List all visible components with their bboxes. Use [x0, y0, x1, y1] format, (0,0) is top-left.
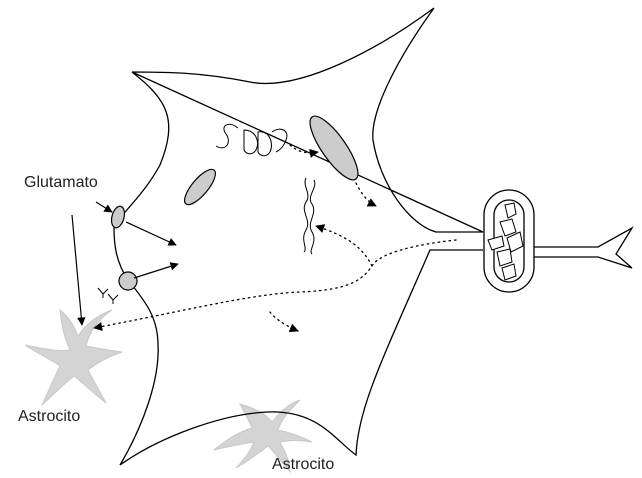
- astrocyte-bottom-label: Astrocito: [272, 456, 334, 474]
- neuron-membrane: [114, 8, 483, 465]
- astrocyte-left-shape: [25, 310, 122, 405]
- glutamate-receptor: [109, 205, 126, 229]
- axon: [534, 228, 632, 268]
- dotted-arrows: [94, 145, 456, 331]
- helix-molecule: [304, 178, 315, 254]
- organelle-small: [180, 165, 221, 209]
- solid-arrows: [72, 202, 178, 325]
- molecule-chain: [216, 124, 287, 156]
- glutamate-label: Glutamato: [24, 174, 98, 192]
- astrocyte-left-label: Astrocito: [18, 408, 80, 426]
- ion-channel: [119, 272, 137, 290]
- capsule-contents: [488, 203, 523, 280]
- y-receptors: [98, 288, 118, 304]
- organelle-large: [302, 110, 365, 186]
